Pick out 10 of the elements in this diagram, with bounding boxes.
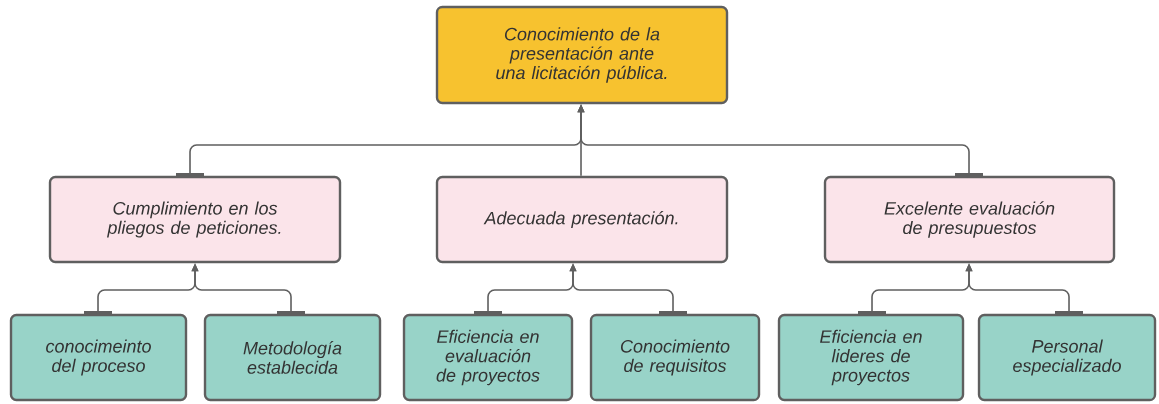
process-box: Adecuada presentación.	[435, 175, 729, 264]
goal-box: Conocimiento de la presentación ante una licitación pública.	[435, 5, 729, 105]
process-box: Metodología establecida	[203, 313, 382, 402]
process-box: Personal especializado	[977, 313, 1157, 402]
process-box: Eficiencia en lideres de proyectos	[777, 313, 965, 402]
process-box: Conocimiento de requisitos	[589, 313, 761, 402]
process-box: Cumplimiento en los pliegos de peticiones.	[48, 175, 342, 264]
process-box: conocimeinto del proceso	[9, 313, 188, 402]
process-box: Excelente evaluación de presupuestos	[823, 175, 1116, 264]
process-box: Eficiencia en evaluación de proyectos	[402, 313, 574, 402]
